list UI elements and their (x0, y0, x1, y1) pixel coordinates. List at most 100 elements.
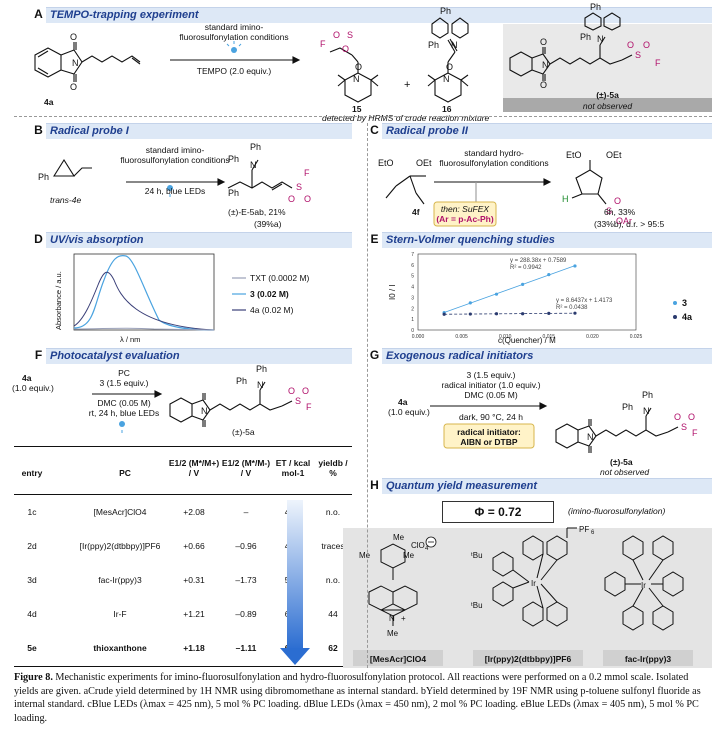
compound-6h-label: 6h, 33% (604, 207, 636, 217)
svg-text:N: N (201, 406, 208, 416)
sv-y-tick: 1 (411, 317, 414, 323)
table-cell-e1: +0.31 (183, 575, 205, 585)
sv-y-tick: 3 (411, 295, 414, 301)
table-cell-entry: 1c (27, 507, 37, 517)
uvvis-series-3 (73, 254, 215, 331)
table-cell-pc: [Ir(ppy)2(dtbbpy)]PF6 (79, 541, 161, 551)
svg-text:Ph: Ph (228, 188, 239, 198)
panel-g-sm-equiv: (1.0 equiv.) (388, 407, 430, 417)
panel-f-sm: 4a (22, 373, 32, 383)
caption-label: Figure 8. (14, 672, 53, 683)
panel-letter: D (34, 232, 43, 246)
blue-led-icon (119, 421, 125, 433)
panel-f-reagent: 3 (1.5 equiv.) (99, 378, 149, 388)
table-cell-y: 44 (328, 609, 338, 619)
table-cell-entry: 5e (27, 643, 37, 653)
svg-text:N: N (443, 74, 450, 84)
sv-fit-r2-4a: R² = 0.0438 (556, 305, 588, 311)
svg-text:S: S (681, 422, 687, 432)
svg-text:N: N (353, 74, 360, 84)
table-cell-pc: thioxanthone (93, 643, 147, 653)
structure-label-mesacr: [MesAcr]ClO4 (369, 654, 427, 664)
plus-sign: + (404, 79, 411, 91)
table-cell-e2: –1.11 (235, 643, 257, 653)
svg-text:F: F (692, 428, 698, 438)
table-cell-pc: fac-Ir(ppy)3 (98, 575, 142, 585)
table-cell-e1: +0.66 (183, 541, 205, 551)
sv-legend-marker-3 (673, 301, 677, 305)
svg-text:S: S (606, 206, 612, 216)
svg-text:6: 6 (591, 530, 595, 536)
svg-text:Ph: Ph (236, 376, 247, 386)
panel-b-condition-line1: standard imino- (145, 145, 205, 155)
svg-text:ᵗBu: ᵗBu (471, 551, 483, 560)
blue-led-icon (226, 41, 242, 53)
table-cell-e2: –0.96 (235, 541, 257, 551)
svg-text:Ph: Ph (38, 172, 49, 182)
sv-y-tick: 2 (411, 306, 414, 312)
table-cell-y: traces (321, 541, 345, 551)
svg-text:4: 4 (425, 546, 429, 552)
svg-text:+: + (401, 614, 406, 623)
svg-text:EtO: EtO (566, 150, 582, 160)
panel-title: Exogenous radical initiators (386, 350, 534, 362)
svg-text:O: O (540, 37, 547, 47)
panel-c-header: C Radical probe II (370, 123, 712, 139)
svg-text:Me: Me (393, 533, 405, 542)
sv-plot-area (417, 253, 637, 331)
panel-title: Radical probe I (50, 125, 129, 137)
uvvis-chart (73, 253, 246, 331)
not-observed-label: not observed (582, 101, 633, 111)
svg-text:O: O (70, 82, 77, 92)
separator-vertical (367, 123, 368, 668)
panel-g-reagent: 3 (1.5 equiv.) (466, 370, 516, 380)
sv-point-4a (468, 312, 472, 316)
sv-x-label: c(Quencher) / M (498, 336, 556, 345)
structure-label-ir-ppy3: fac-Ir(ppy)3 (624, 654, 672, 664)
svg-text:H: H (562, 194, 569, 204)
table-cell-y: n.o. (325, 507, 341, 517)
svg-text:O: O (614, 196, 621, 206)
svg-text:PF: PF (579, 525, 589, 534)
uvvis-y-label: Absorbance / a.u. (54, 271, 63, 330)
panel-c-then-sufex: then: SuFEX (440, 204, 490, 214)
table-cell-y: 62 (328, 643, 338, 653)
table-header-yield: yieldb / % (318, 458, 348, 478)
panel-f-product: (±)-5a (232, 427, 255, 437)
sv-x-tick: 0.025 (630, 334, 643, 340)
svg-text:Ph: Ph (256, 364, 267, 374)
panel-a-condition-line1: standard imino- (204, 22, 264, 32)
table-cell-pc: [MesAcr]ClO4 (93, 507, 147, 517)
svg-text:O: O (627, 40, 634, 50)
sv-fit-line-4a (444, 312, 575, 315)
uvvis-legend-4a: 4a (0.02 M) (250, 305, 294, 315)
structure-label-ir-dtbbpy: [Ir(ppy)2(dtbbpy)]PF6 (484, 654, 572, 664)
table-cell-e1: +2.08 (183, 507, 205, 517)
compound-15-label: 15 (352, 104, 362, 114)
panel-letter: C (370, 123, 379, 137)
panel-letter: E (370, 232, 379, 246)
panel-f-pc: PC (118, 368, 130, 378)
panel-letter: A (34, 7, 43, 21)
table-cell-y: n.o. (325, 575, 341, 585)
compound-5ab-nmr-yield: (39%a) (254, 219, 282, 229)
sv-point-4a (573, 311, 577, 315)
sv-x-tick: 0.010 (499, 334, 512, 340)
sv-y-tick: 0 (411, 328, 414, 334)
panel-g-box-line2: AIBN or DTBP (460, 437, 518, 447)
table-cell-entry: 3d (27, 575, 37, 585)
panel-g-not-observed: not observed (600, 467, 650, 477)
panel-title: Photocatalyst evaluation (50, 350, 180, 362)
table-top-rule (14, 446, 352, 447)
svg-text:Ph: Ph (622, 402, 633, 412)
sv-legend-markers (673, 301, 677, 319)
sv-point-4a (442, 312, 446, 316)
panel-g-initiator: radical initiator (1.0 equiv.) (441, 380, 541, 390)
svg-text:O: O (643, 40, 650, 50)
table-cell-entry: 2d (27, 541, 37, 551)
svg-text:O: O (342, 44, 349, 54)
